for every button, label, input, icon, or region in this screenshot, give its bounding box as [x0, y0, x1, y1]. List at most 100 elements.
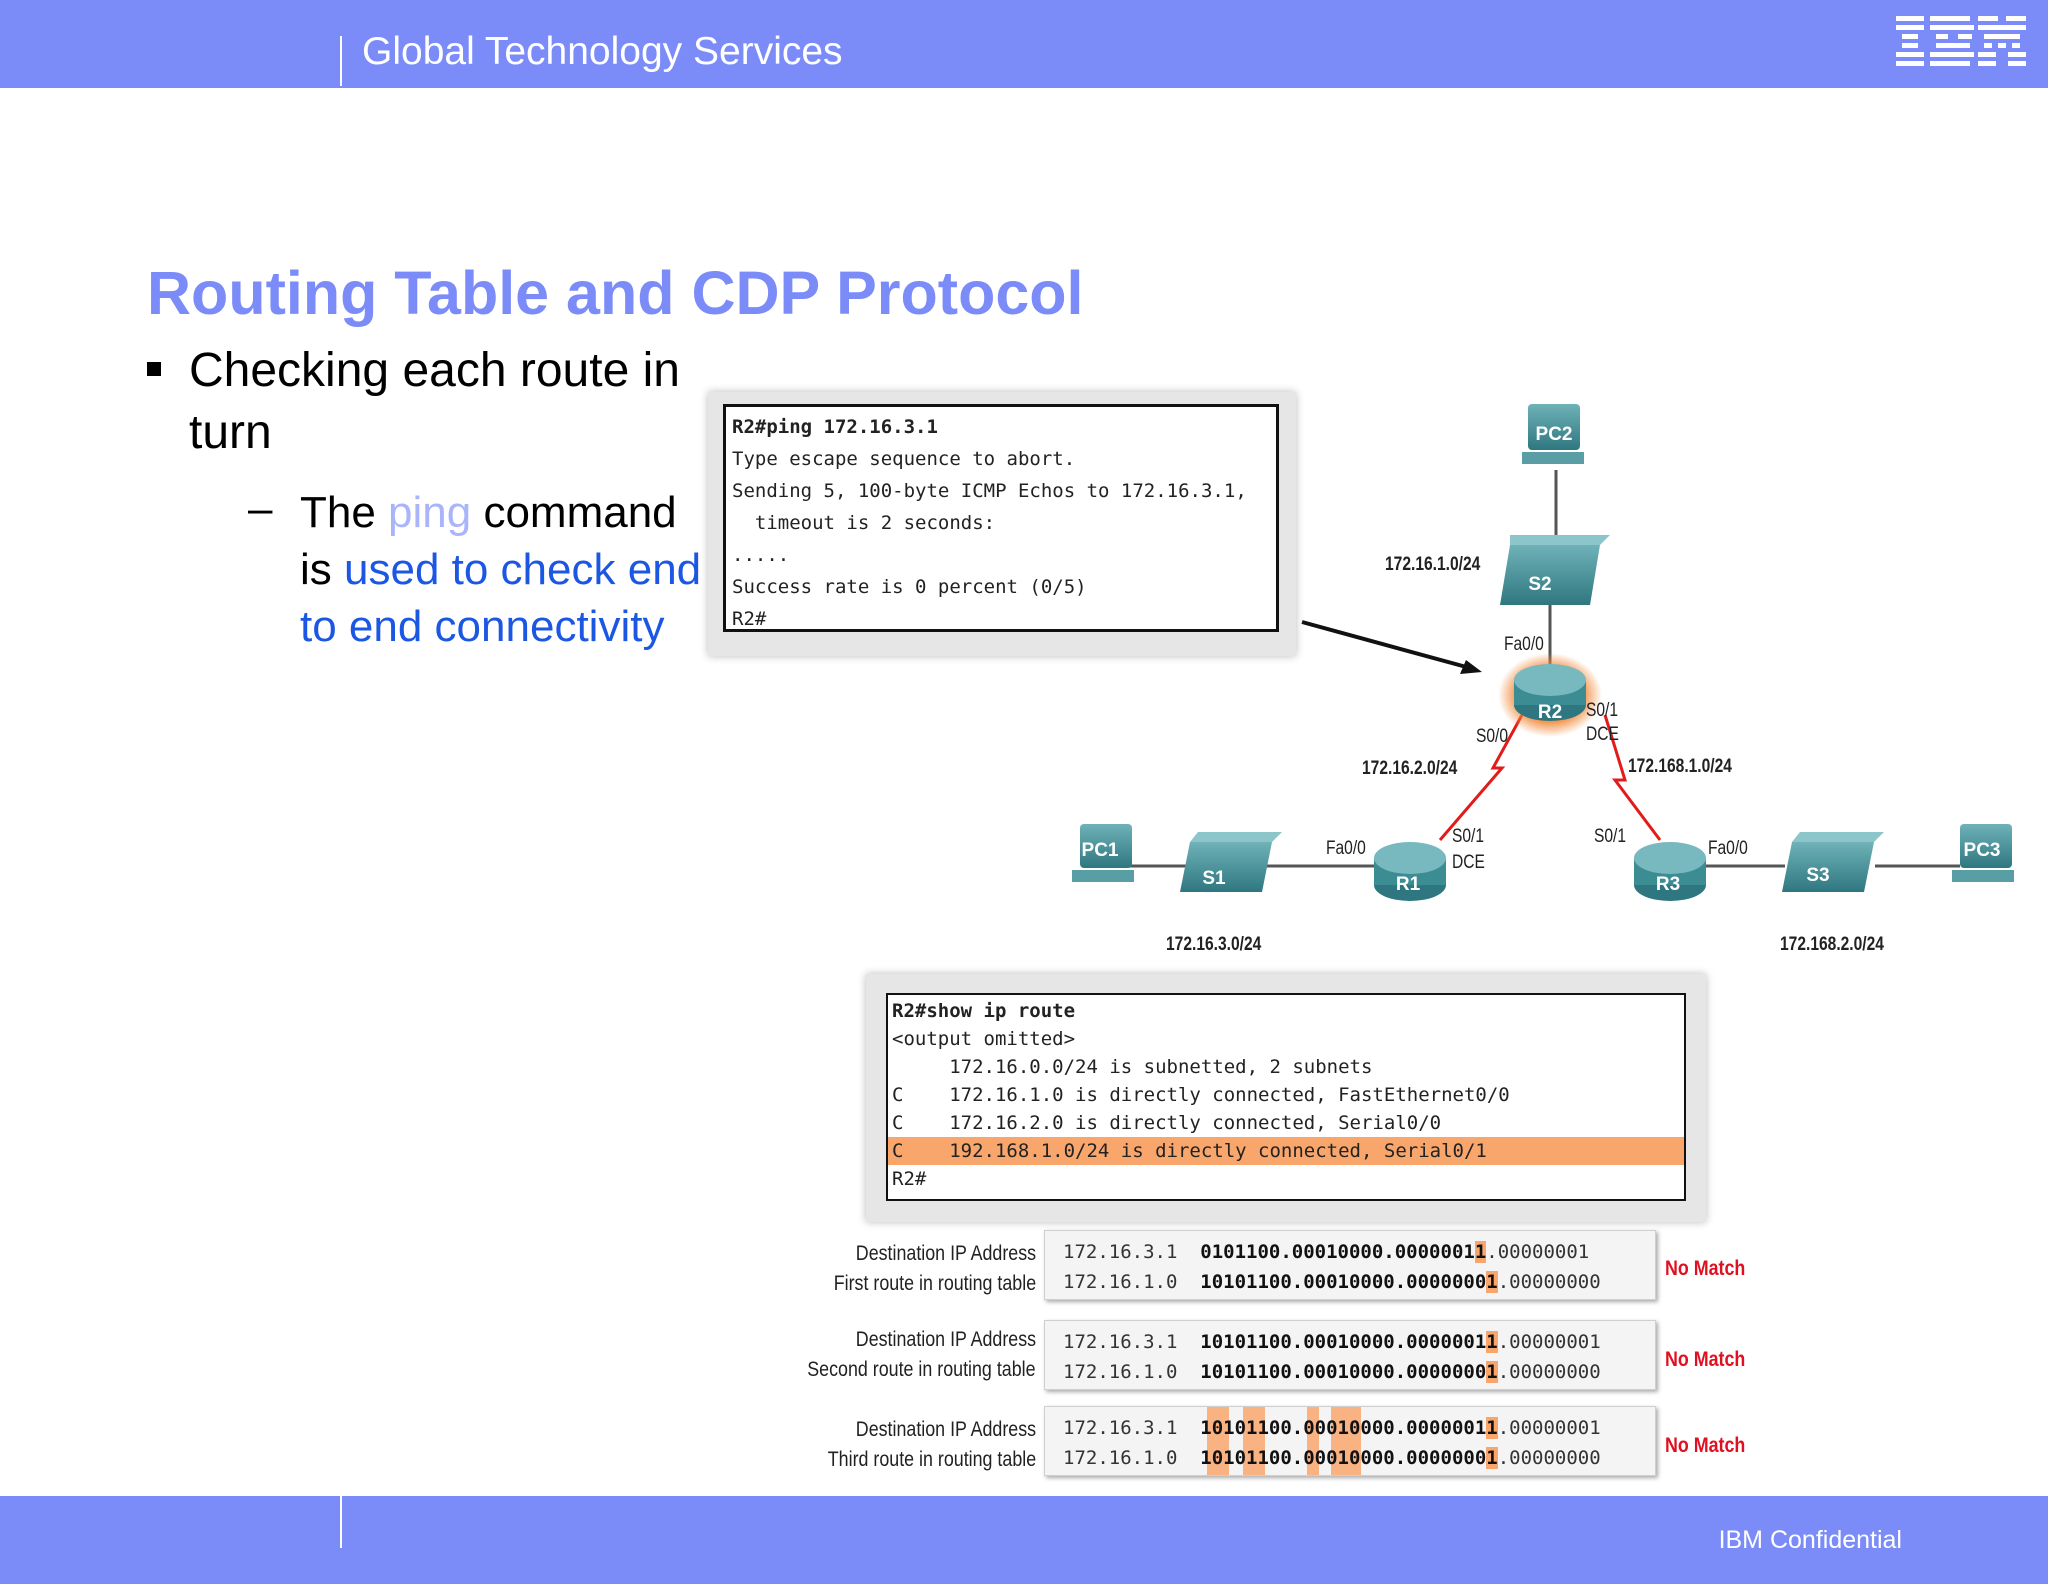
- comparison-2-label-top: Destination IP Address: [855, 1328, 1036, 1351]
- comparison-3-label-bottom: Third route in routing table: [827, 1448, 1036, 1471]
- ping-keyword: ping: [388, 488, 472, 537]
- comparison-1-label-top: Destination IP Address: [855, 1242, 1036, 1265]
- route-line-2: <output omitted>: [892, 1028, 1076, 1050]
- network-label-s3: 172.168.2.0/24: [1780, 934, 1884, 955]
- r3-label: R3: [1656, 874, 1680, 895]
- pc3-label: PC3: [1964, 840, 2001, 861]
- comparison-1-line-bottom: 172.16.1.0 10101100.00010000.00000001.00…: [1063, 1271, 1601, 1293]
- comparison-1-panel: 172.16.3.1 0101100.00010000.00000011.000…: [1044, 1230, 1656, 1300]
- comparison-3-result: No Match: [1665, 1434, 1746, 1457]
- sub-bullet-text: The ping command is used to check end to…: [300, 484, 720, 655]
- comparison-1-tail-top: .00000001: [1486, 1241, 1590, 1263]
- network-label-r1-r2: 172.16.2.0/24: [1362, 758, 1458, 779]
- comparison-1-ip-top: 172.16.3.1: [1063, 1241, 1178, 1263]
- ping-line-5: .....: [732, 544, 790, 566]
- r3-s01-label: S0/1: [1594, 826, 1627, 847]
- comparison-3-panel: 172.16.3.1 10101100.00010000.00000011.00…: [1044, 1406, 1656, 1476]
- comparison-3-bit-column-1: [1207, 1407, 1229, 1475]
- ping-line-1: R2#ping 172.16.3.1: [732, 416, 938, 438]
- pc2-icon: [1522, 404, 1584, 464]
- s3-label: S3: [1806, 865, 1829, 886]
- comparison-2-panel: 172.16.3.1 10101100.00010000.00000011.00…: [1044, 1320, 1656, 1390]
- comparison-1-bit-bottom: 1: [1486, 1271, 1498, 1293]
- comparison-1-bin-top: 0101100.00010000.0000001: [1200, 1241, 1475, 1263]
- ping-line-3: Sending 5, 100-byte ICMP Echos to 172.16…: [732, 480, 1247, 502]
- pc1-icon: [1072, 824, 1134, 882]
- comparison-3-bit-column-4: [1331, 1407, 1361, 1475]
- ibm-logo: [1892, 12, 2032, 77]
- s3-switch-icon: [1782, 832, 1884, 892]
- comparison-2-line-bottom: 172.16.1.0 10101100.00010000.00000001.00…: [1063, 1361, 1601, 1383]
- r2-router-icon: [1498, 653, 1602, 737]
- sub-bullet-dash: –: [248, 484, 273, 533]
- ping-line-6: Success rate is 0 percent (0/5): [732, 576, 1087, 598]
- pc2-label: PC2: [1536, 424, 1573, 445]
- r2-s01-label: S0/1: [1586, 700, 1619, 721]
- ping-line-2: Type escape sequence to abort.: [732, 448, 1076, 470]
- serial-link-r2-r3: [1603, 714, 1662, 841]
- comparison-2-result: No Match: [1665, 1348, 1746, 1371]
- r2-dce-label: DCE: [1586, 724, 1619, 745]
- r1-fa00-label: Fa0/0: [1326, 838, 1366, 859]
- route-line-3: 172.16.0.0/24 is subnetted, 2 subnets: [892, 1056, 1373, 1078]
- comparison-2-ip-top: 172.16.3.1: [1063, 1331, 1178, 1353]
- sub-bullet-highlight: used to check end to end connectivity: [300, 545, 702, 651]
- comparison-3-bit-bottom: 1: [1486, 1447, 1498, 1469]
- confidential-label: IBM Confidential: [1718, 1526, 1902, 1554]
- comparison-2-label-bottom: Second route in routing table: [807, 1358, 1036, 1381]
- footer-bar: IBM Confidential: [0, 1496, 2048, 1584]
- footer-separator: [340, 1496, 342, 1548]
- s2-label: S2: [1528, 574, 1551, 595]
- sub-bullet-prefix: The: [300, 488, 389, 537]
- bullet-text: Checking each route in turn: [189, 344, 680, 459]
- comparison-2-bit-top: 1: [1486, 1331, 1498, 1353]
- comparison-1-result: No Match: [1665, 1257, 1746, 1280]
- header-bar: Global Technology Services: [0, 0, 2048, 88]
- comparison-3-bit-top: 1: [1486, 1417, 1498, 1439]
- ping-line-7: R2#: [732, 608, 767, 630]
- ping-line-4: timeout is 2 seconds:: [732, 512, 996, 534]
- route-line-4: C 172.16.1.0 is directly connected, Fast…: [892, 1084, 1510, 1106]
- comparison-1-bin-bottom: 10101100.00010000.0000000: [1200, 1271, 1487, 1293]
- route-line-1: R2#show ip route: [892, 1000, 1076, 1022]
- arrow-head: [1460, 660, 1482, 674]
- pc3-icon: [1952, 824, 2014, 882]
- sub-bullet-mid: command is: [300, 488, 677, 594]
- s1-label: S1: [1202, 868, 1226, 889]
- ping-console: R2#ping 172.16.3.1 Type escape sequence …: [723, 404, 1279, 632]
- serial-link-r1-r2: [1438, 714, 1524, 841]
- route-console: R2#show ip route <output omitted> 172.16…: [886, 993, 1686, 1201]
- comparison-1-line-top: 172.16.3.1 0101100.00010000.00000011.000…: [1063, 1241, 1589, 1263]
- comparison-1-label-bottom: First route in routing table: [833, 1272, 1036, 1295]
- header-title: Global Technology Services: [362, 30, 843, 73]
- comparison-3-tail-bottom: .00000000: [1497, 1447, 1601, 1469]
- route-line-7: R2#: [892, 1168, 927, 1190]
- comparison-2-bin-bottom: 10101100.00010000.0000000: [1200, 1361, 1487, 1383]
- comparison-1-tail-bottom: .00000000: [1497, 1271, 1601, 1293]
- bullet-square-icon: [147, 362, 161, 376]
- comparison-1-bit-top: 1: [1474, 1241, 1487, 1263]
- comparison-1-ip-bottom: 172.16.1.0: [1063, 1271, 1178, 1293]
- r2-label: R2: [1538, 702, 1562, 723]
- s2-switch-icon: [1500, 535, 1610, 605]
- r3-router-icon: [1634, 842, 1706, 901]
- comparison-3-bin-bottom: 10101100.00010000.0000000: [1200, 1447, 1487, 1469]
- comparison-3-ip-top: 172.16.3.1: [1063, 1417, 1178, 1439]
- arrow-to-r2: [1301, 620, 1471, 670]
- comparison-2-bin-top: 10101100.00010000.0000001: [1200, 1331, 1487, 1353]
- comparison-3-label-top: Destination IP Address: [855, 1418, 1036, 1441]
- comparison-3-bit-column-3: [1307, 1407, 1319, 1475]
- r1-dce-label: DCE: [1452, 852, 1485, 873]
- comparison-2-tail-bottom: .00000000: [1497, 1361, 1601, 1383]
- r3-fa00-label: Fa0/0: [1708, 838, 1748, 859]
- route-line-5: C 172.16.2.0 is directly connected, Seri…: [892, 1112, 1442, 1134]
- network-label-s1: 172.16.3.0/24: [1166, 934, 1262, 955]
- header-separator: [340, 36, 342, 86]
- comparison-2-ip-bottom: 172.16.1.0: [1063, 1361, 1178, 1383]
- comparison-3-line-bottom: 172.16.1.0 10101100.00010000.00000001.00…: [1063, 1447, 1601, 1469]
- r1-router-icon: [1374, 842, 1446, 901]
- comparison-2-tail-top: .00000001: [1497, 1331, 1601, 1353]
- comparison-3-tail-top: .00000001: [1497, 1417, 1601, 1439]
- s1-switch-icon: [1180, 832, 1282, 892]
